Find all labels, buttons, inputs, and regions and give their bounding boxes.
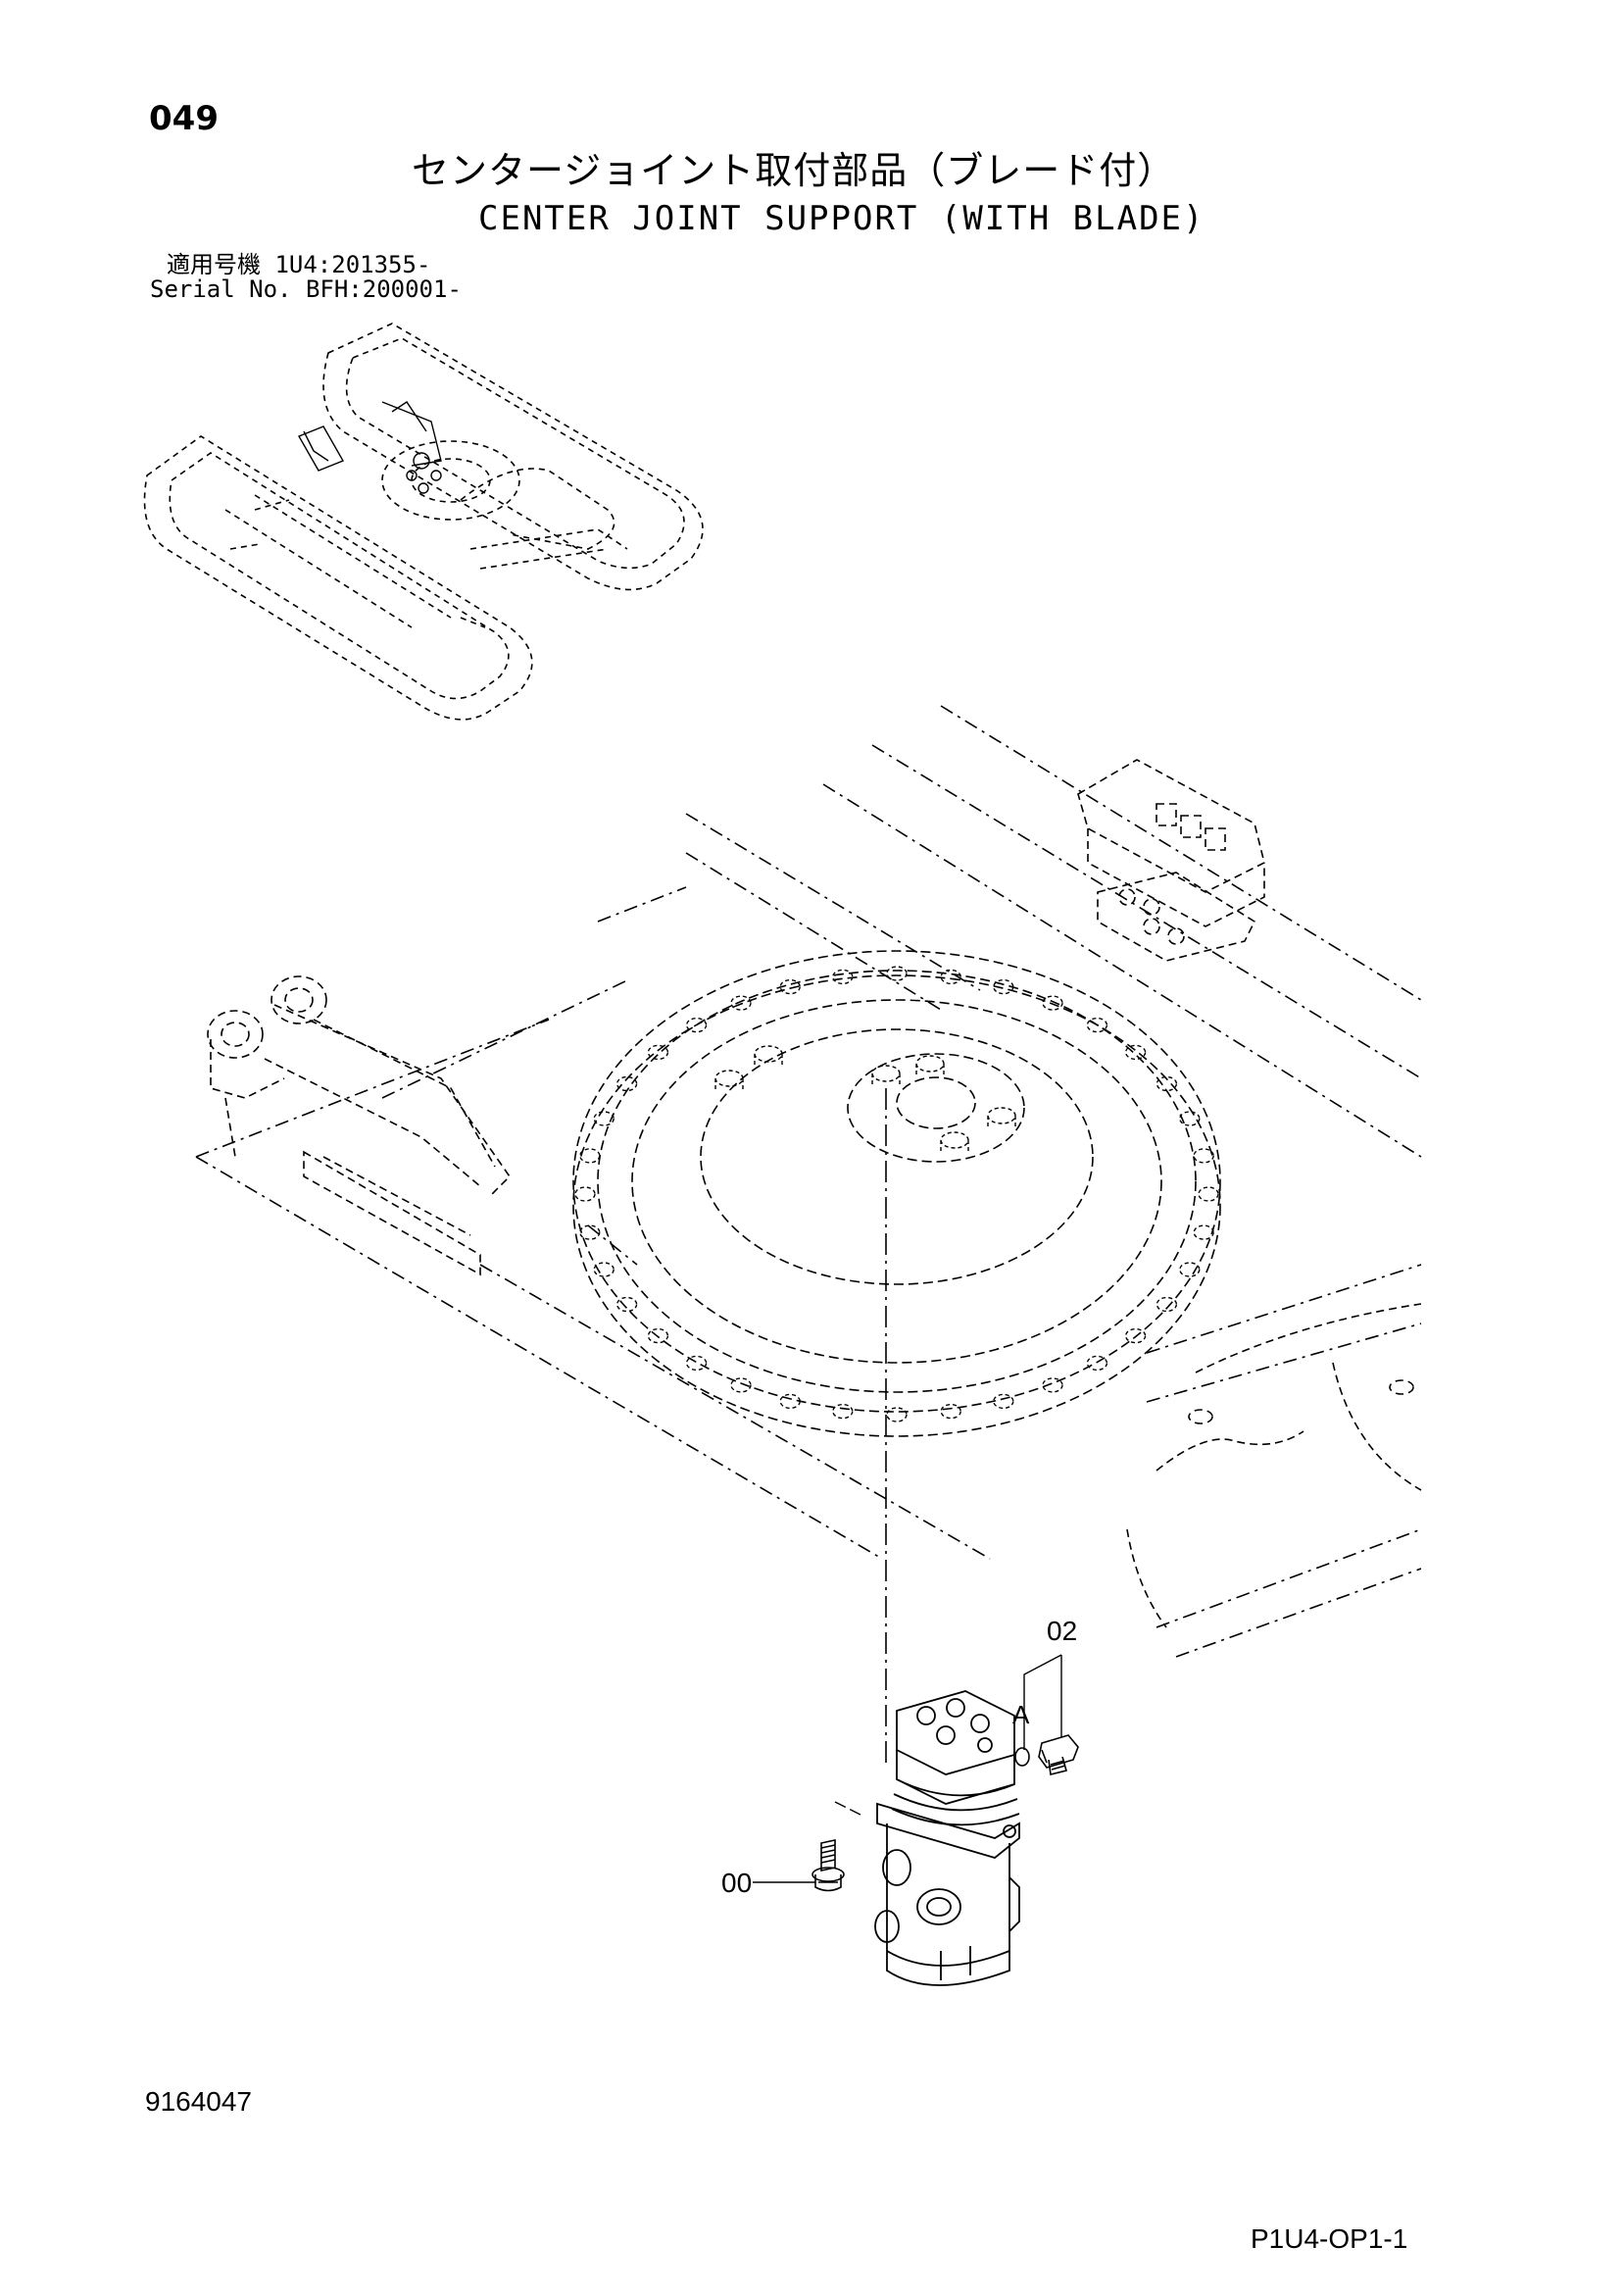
bolt-hole (940, 969, 961, 985)
bolt-hole (1042, 1377, 1063, 1393)
bolt-hole (593, 1262, 615, 1277)
page-number: 049 (149, 99, 219, 138)
bolt-hole (779, 978, 801, 995)
bolt-hole (1193, 1148, 1214, 1164)
serial-label-en: Serial No. (150, 275, 292, 303)
serial-row-english: Serial No. BFH:200001- (150, 277, 462, 301)
bolt-hole (730, 995, 752, 1011)
serial-label-jp: 適用号機 (167, 251, 261, 278)
bolt-hole (685, 1355, 708, 1372)
callout-02-leader (1023, 1654, 1062, 1750)
bolt-hole (993, 978, 1014, 995)
bolt-hole (730, 1377, 752, 1393)
bolt-hole (1124, 1044, 1147, 1061)
bolt-hole (615, 1296, 638, 1313)
bolt-hole (1179, 1262, 1201, 1277)
bolt-hole (1124, 1327, 1147, 1344)
title-japanese: センタージョイント取付部品（ブレード付） (412, 149, 1176, 192)
frame-bracket (1077, 759, 1265, 962)
bolt-hole (886, 1407, 908, 1423)
bolt-hole (579, 1224, 601, 1240)
frame-side-curves (1126, 1303, 1422, 1628)
bolt-hole (647, 1044, 669, 1061)
bolt-hole (832, 969, 854, 985)
bolt-hole (886, 966, 908, 981)
title-english: CENTER JOINT SUPPORT (WITH BLADE) (478, 199, 1205, 238)
bolt-hole (685, 1017, 708, 1033)
bearing-inner-pins (714, 1045, 1016, 1154)
callout-plug-02: 02 (1047, 1616, 1078, 1646)
serial-value-en: BFH:200001- (305, 275, 462, 303)
callout-ref-a: A (1012, 1700, 1030, 1729)
callout-00-leader (753, 1801, 863, 1883)
sheet-reference: P1U4-OP1-1 (1251, 2223, 1408, 2254)
frame-outline (195, 705, 1422, 1658)
swing-bearing (572, 950, 1221, 1437)
bolt-hole (1179, 1111, 1201, 1126)
bearing-bolt-holes (574, 966, 1219, 1423)
bolt-hole (1156, 1075, 1178, 1092)
bolt-hole (940, 1403, 961, 1420)
bolt-hole (574, 1186, 596, 1202)
bolt-hole (615, 1075, 638, 1092)
plug-and-oring (1014, 1734, 1079, 1775)
bolt-hole (1198, 1186, 1219, 1202)
bolt-hole (1042, 995, 1063, 1011)
bolt-hole (832, 1403, 854, 1420)
bolt-hole (579, 1148, 601, 1164)
bolt-hole (593, 1111, 615, 1126)
bolt-hole (993, 1393, 1014, 1410)
bolt-hole (779, 1393, 801, 1410)
inset-center-joint (297, 401, 442, 494)
bolt-part (812, 1839, 845, 1892)
callout-bolt-00: 00 (721, 1868, 753, 1898)
bolt-hole (1086, 1017, 1108, 1033)
serial-value-jp: 1U4:201355- (274, 251, 431, 278)
bolt-hole (1086, 1355, 1108, 1372)
document-number: 9164047 (145, 2086, 253, 2117)
bolt-hole (647, 1327, 669, 1344)
serial-row-japanese: 適用号機 1U4:201355- (167, 253, 430, 276)
swing-bracket (207, 975, 512, 1276)
bolt-hole (1193, 1224, 1214, 1240)
bolt-hole (1156, 1296, 1178, 1313)
center-joint (874, 1690, 1020, 1986)
undercarriage-inset (143, 323, 704, 721)
